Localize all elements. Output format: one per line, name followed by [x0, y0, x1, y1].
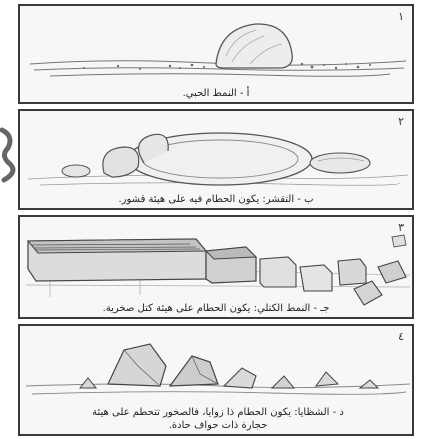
panel-shattering: ٤ د - الشظايا: يكون الحطام ذا زوايا، فال… — [18, 324, 414, 436]
panel-caption: أ - النمط الحبي. — [20, 87, 412, 100]
panel-number: ٢ — [398, 115, 404, 128]
panel-block: ٣ جـ - النمط الكتلي: يكون الحطام على هيئ… — [18, 215, 414, 319]
panel-caption: ب - التقشر: يكون الحطام فيه على هيئة قشو… — [20, 193, 412, 206]
panel-number: ١ — [398, 10, 404, 23]
panel-exfoliation: ٢ ب - التقشر: يكون الحطام فيه على هيئة ق… — [18, 109, 414, 210]
panel-caption: جـ - النمط الكتلي: يكون الحطام على هيئة … — [20, 302, 412, 315]
panel-number: ٤ — [398, 330, 404, 343]
panel-caption: د - الشظايا: يكون الحطام ذا زوايا، فالصخ… — [68, 406, 368, 432]
panel-granular: ١ أ - النمط الحبي. — [18, 4, 414, 104]
panel-number: ٣ — [398, 221, 404, 234]
